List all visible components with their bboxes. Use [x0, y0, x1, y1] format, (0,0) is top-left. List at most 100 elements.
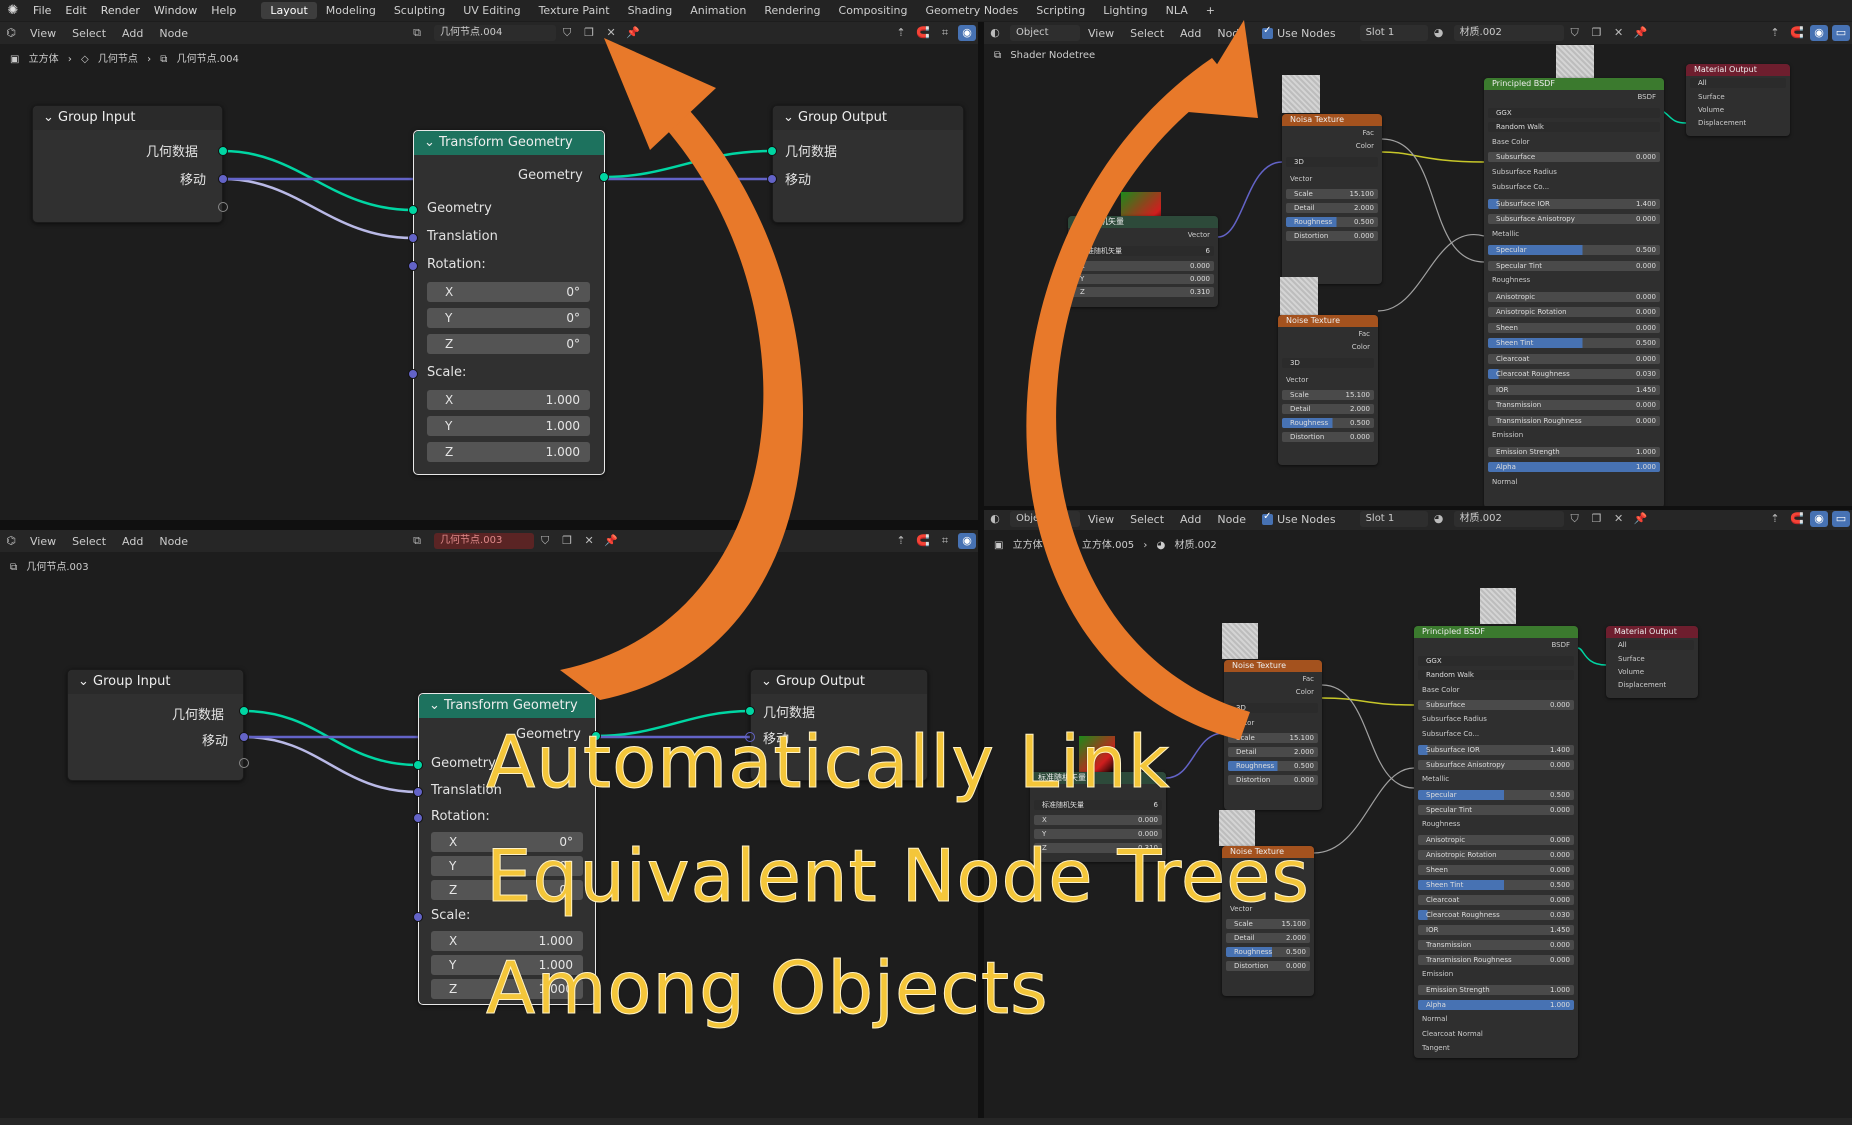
duplicate-icon[interactable]: ❐: [1591, 26, 1602, 39]
node-header[interactable]: 标准随机矢量: [1030, 772, 1166, 784]
socket-geometry-in[interactable]: [767, 146, 777, 156]
collapse-chevron-icon[interactable]: ⌄: [761, 674, 772, 689]
tab-modeling[interactable]: Modeling: [325, 4, 376, 17]
material-output-node[interactable]: Material Output All Surface Volume Displ…: [1686, 64, 1790, 136]
pin-icon[interactable]: 📌: [626, 26, 640, 39]
close-icon[interactable]: ✕: [1613, 512, 1624, 525]
collapse-chevron-icon[interactable]: ⌄: [783, 110, 794, 125]
dimension-dropdown[interactable]: 3D: [1282, 358, 1374, 368]
sidebar-toggle-icon[interactable]: ▭: [1832, 511, 1850, 527]
node-header[interactable]: ⌄ Group Output: [773, 106, 963, 130]
tab-shading[interactable]: Shading: [627, 4, 673, 17]
collapse-chevron-icon[interactable]: ⌄: [424, 135, 435, 150]
area-divider-horizontal-left[interactable]: [0, 520, 978, 530]
overlay-icon[interactable]: ◉: [1810, 25, 1828, 41]
parent-icon[interactable]: ⇡: [896, 534, 906, 547]
tab-nla[interactable]: NLA: [1165, 4, 1188, 17]
menu-window[interactable]: Window: [153, 4, 198, 17]
add-workspace-button[interactable]: +: [1205, 4, 1216, 17]
menu-add[interactable]: Add: [122, 534, 144, 548]
menu-edit[interactable]: Edit: [65, 4, 87, 17]
node-header[interactable]: Noise Texture: [1278, 315, 1378, 327]
node-header[interactable]: ⌄ Group Input: [68, 670, 243, 694]
slot-dropdown[interactable]: Slot 1: [1359, 25, 1428, 41]
tab-lighting[interactable]: Lighting: [1103, 4, 1148, 17]
overlay-icon[interactable]: ◉: [958, 25, 976, 41]
area-divider-horizontal-right[interactable]: [984, 506, 1852, 510]
socket-scale-in[interactable]: [413, 912, 423, 922]
socket-geometry-out[interactable]: [239, 706, 249, 716]
tab-uv-editing[interactable]: UV Editing: [463, 4, 521, 17]
pin-icon[interactable]: 📌: [1633, 26, 1648, 39]
node-header[interactable]: Material Output: [1686, 64, 1790, 76]
pin-icon[interactable]: 📌: [1633, 512, 1648, 525]
socket-translation-in[interactable]: [413, 787, 423, 797]
dimension-dropdown[interactable]: 3D: [1228, 703, 1318, 713]
menu-add[interactable]: Add: [122, 26, 144, 40]
fake-user-icon[interactable]: ⛉: [1570, 512, 1579, 525]
tab-scripting[interactable]: Scripting: [1036, 4, 1086, 17]
fake-user-icon[interactable]: ⛉: [562, 26, 572, 39]
material-name-field[interactable]: 材质.002: [1453, 25, 1564, 41]
socket-geometry-out[interactable]: [218, 146, 228, 156]
tab-texture-paint[interactable]: Texture Paint: [538, 4, 610, 17]
menu-select[interactable]: Select: [1130, 26, 1165, 40]
snap-target-icon[interactable]: ⌗: [941, 26, 949, 39]
overlay-icon[interactable]: ◉: [958, 533, 976, 549]
socket-empty[interactable]: [218, 202, 228, 212]
socket-rotation-in[interactable]: [408, 261, 418, 271]
fake-user-icon[interactable]: ⛉: [540, 534, 550, 547]
object-mode-dropdown[interactable]: Object: [1010, 25, 1080, 41]
blender-logo-icon[interactable]: ✺: [7, 3, 19, 18]
menu-help[interactable]: Help: [211, 4, 237, 17]
socket-translation-in[interactable]: [408, 233, 418, 243]
editor-type-icon[interactable]: ◐: [990, 512, 1000, 525]
menu-select[interactable]: Select: [72, 534, 107, 548]
socket-geometry-in[interactable]: [408, 205, 418, 215]
dimension-dropdown[interactable]: 3D: [1286, 157, 1378, 167]
menu-view[interactable]: View: [30, 26, 57, 40]
tab-sculpting[interactable]: Sculpting: [393, 4, 446, 17]
node-tree-name-field[interactable]: 几何节点.004: [434, 25, 557, 41]
node-header[interactable]: Principled BSDF: [1414, 626, 1578, 638]
node-tree-icon[interactable]: ⧉: [413, 26, 421, 39]
node-header[interactable]: Principled BSDF: [1484, 78, 1664, 90]
parent-icon[interactable]: ⇡: [1770, 512, 1780, 525]
editor-type-icon[interactable]: ◐: [990, 26, 1000, 39]
socket-rotation-in[interactable]: [413, 813, 423, 823]
use-nodes-checkbox[interactable]: [1262, 25, 1274, 39]
snap-icon[interactable]: 🧲: [916, 26, 930, 39]
socket-scale-in[interactable]: [408, 369, 418, 379]
